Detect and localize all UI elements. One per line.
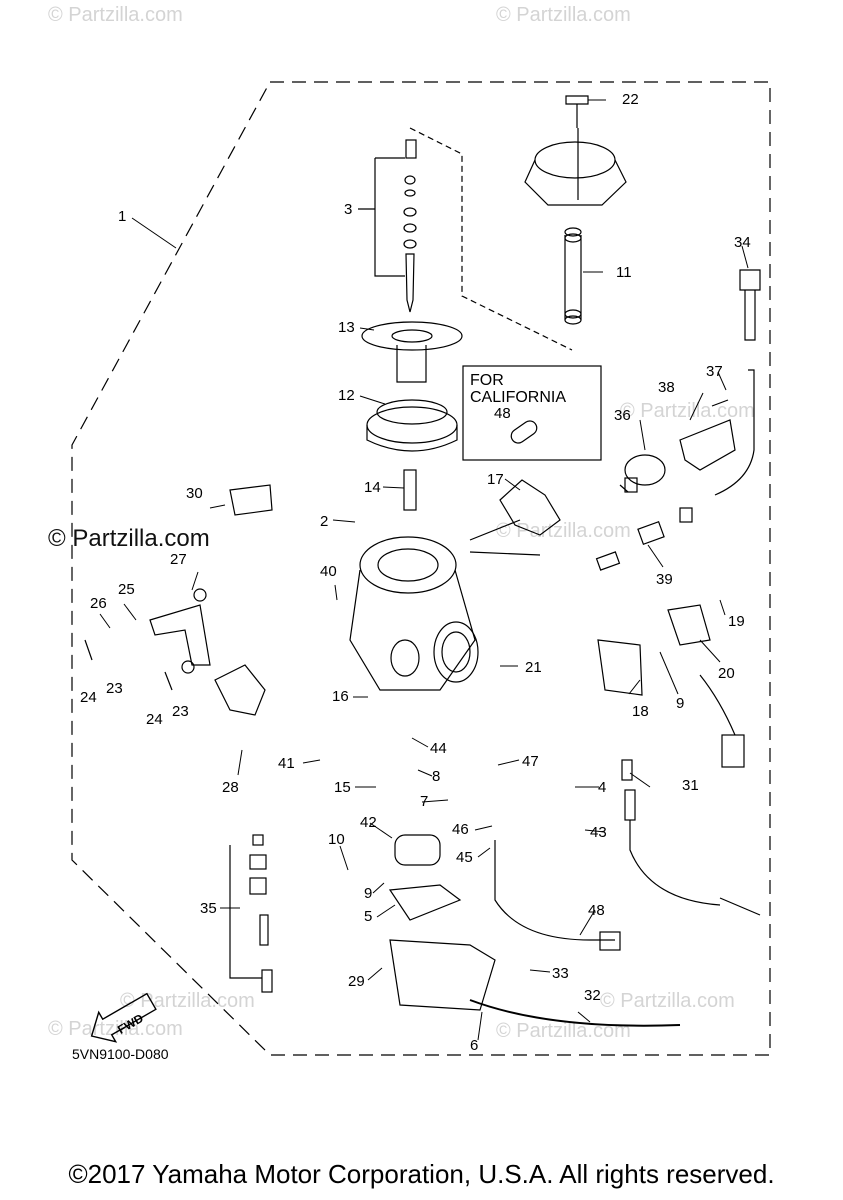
callout: 34 — [734, 234, 751, 251]
callout: 37 — [706, 363, 723, 380]
part-11-spring — [564, 227, 582, 325]
float-bowl — [388, 834, 496, 1011]
callout: 19 — [728, 613, 745, 630]
california-line-2: CALIFORNIA — [470, 389, 567, 406]
callout: 40 — [320, 563, 337, 580]
callout: 25 — [118, 581, 135, 598]
fwd-arrow-icon — [90, 992, 157, 1043]
callout: 32 — [584, 987, 601, 1004]
part-35-37-cluster — [619, 399, 736, 493]
callout: 48 — [494, 405, 511, 422]
part-34-stack — [229, 834, 273, 993]
fwd-label: FWD — [115, 1011, 146, 1037]
callout: 17 — [487, 471, 504, 488]
callout: 38 — [658, 379, 675, 396]
california-note: FOR CALIFORNIA — [470, 372, 566, 406]
california-line-1: FOR — [470, 372, 504, 389]
part-47-connector — [599, 931, 621, 951]
callout: 33 — [552, 965, 569, 982]
callout: 22 — [622, 91, 639, 108]
callout: 20 — [718, 665, 735, 682]
callout: 10 — [328, 831, 345, 848]
callout: 11 — [616, 264, 632, 281]
part-14 — [403, 469, 417, 511]
part-48-clip — [510, 420, 538, 444]
callout: 9 — [364, 885, 372, 902]
throttle-linkage — [84, 484, 273, 716]
callout: 5 — [364, 908, 372, 925]
callout: 46 — [452, 821, 469, 838]
callout: 43 — [590, 824, 607, 841]
part-3-needle-set — [358, 139, 417, 313]
callout: 35 — [200, 900, 217, 917]
watermark-strong: © Partzilla.com — [48, 525, 210, 552]
watermark: © Partzilla.com — [48, 1018, 183, 1040]
callout: 29 — [348, 973, 365, 990]
callout: 1 — [118, 208, 126, 225]
watermark: © Partzilla.com — [496, 1020, 631, 1042]
callout: 27 — [170, 551, 187, 568]
carburetor-body — [349, 519, 541, 691]
part-17-elbow — [499, 479, 561, 536]
callout: 3 — [344, 201, 352, 218]
part-13-diaphragm — [361, 321, 463, 383]
part-30-cable — [621, 759, 761, 916]
callout: 16 — [332, 688, 349, 705]
callout: 26 — [90, 595, 107, 612]
watermark: © Partzilla.com — [620, 400, 755, 422]
callout: 39 — [656, 571, 673, 588]
callout: 48 — [588, 902, 605, 919]
callout: 28 — [222, 779, 239, 796]
callout: 31 — [682, 777, 699, 794]
callout: 30 — [186, 485, 203, 502]
callout: 6 — [470, 1037, 478, 1054]
callout: 9 — [676, 695, 684, 712]
watermark: © Partzilla.com — [496, 4, 631, 26]
california-box — [462, 365, 602, 461]
callout: 14 — [364, 479, 381, 496]
callout: 2 — [320, 513, 328, 530]
callout: 18 — [632, 703, 649, 720]
part-12-seal — [366, 399, 458, 452]
part-33-cable — [714, 269, 761, 496]
callout: 8 — [432, 768, 440, 785]
leader-lines — [99, 99, 749, 1041]
callout: 41 — [278, 755, 295, 772]
part-47-sensor — [494, 840, 615, 941]
callout: 45 — [456, 849, 473, 866]
callout: 13 — [338, 319, 355, 336]
callout: 4 — [598, 779, 606, 796]
callout: 47 — [522, 753, 539, 770]
assembly-boundary — [71, 81, 771, 1056]
diagram-code: 5VN9100-D080 — [72, 1046, 169, 1062]
part-22-screw — [565, 95, 589, 128]
callout: 21 — [525, 659, 542, 676]
watermark: © Partzilla.com — [48, 4, 183, 26]
callout: 23 — [172, 703, 189, 720]
callout: 23 — [106, 680, 123, 697]
callout: 12 — [338, 387, 355, 404]
callout: 36 — [614, 407, 631, 424]
callout: 15 — [334, 779, 351, 796]
callout: 7 — [420, 793, 428, 810]
callout: 24 — [146, 711, 163, 728]
watermark: © Partzilla.com — [600, 990, 735, 1012]
part-38 — [595, 507, 693, 571]
watermark: © Partzilla.com — [496, 520, 631, 542]
callout-labels: 1 2 3 4 5 6 7 8 9 9 10 11 12 13 14 15 16… — [80, 91, 751, 1054]
copyright-notice: ©2017 Yamaha Motor Corporation, U.S.A. A… — [68, 1159, 775, 1189]
top-cover — [524, 128, 627, 206]
callout: 44 — [430, 740, 447, 757]
part-31-hose — [469, 999, 681, 1027]
callout: 24 — [80, 689, 97, 706]
callout: 42 — [360, 814, 377, 831]
part-18-20 — [597, 604, 745, 768]
